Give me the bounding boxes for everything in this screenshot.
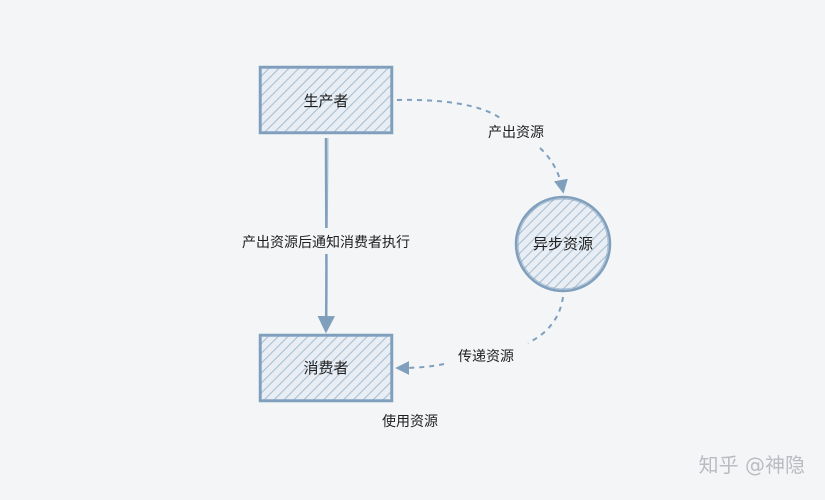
watermark: 知乎 @神隐 — [699, 453, 805, 477]
producer-node: 生产者 — [258, 65, 394, 135]
edge-label-produce: 产出资源 — [488, 125, 544, 141]
edge-label-notify: 产出资源后通知消费者执行 — [242, 234, 410, 251]
consumer-node: 消费者 — [258, 333, 394, 403]
async-resource-node: 异步资源 — [514, 195, 612, 293]
edge-producer-to-async: 产出资源 — [396, 98, 568, 194]
async-resource-label: 异步资源 — [533, 235, 593, 253]
edge-producer-to-consumer: 产出资源后通知消费者执行 — [220, 137, 432, 334]
consumer-caption: 使用资源 — [382, 413, 438, 430]
edge-label-transfer: 传递资源 — [458, 349, 514, 365]
edge-async-to-consumer: 传递资源 — [395, 296, 564, 375]
producer-label: 生产者 — [303, 92, 348, 110]
consumer-label: 消费者 — [303, 359, 348, 377]
